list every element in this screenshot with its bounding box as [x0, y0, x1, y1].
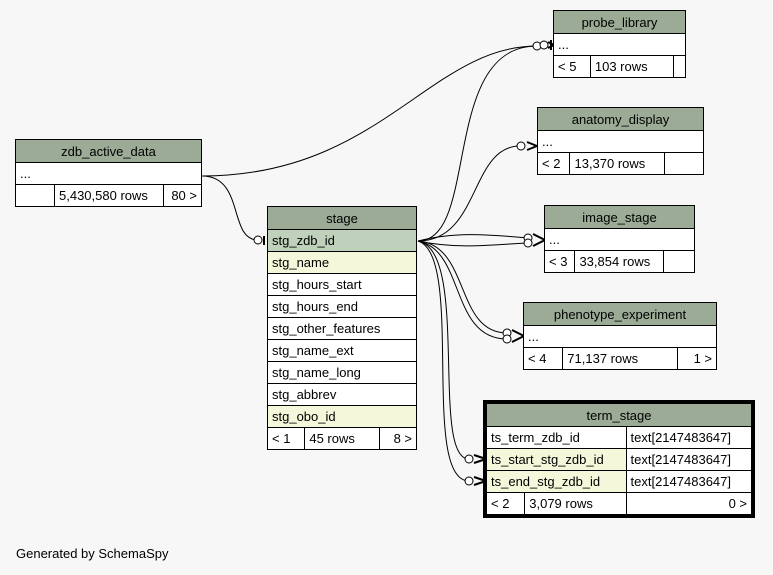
child-count: 1 >: [676, 347, 718, 370]
edge-end-circle: [523, 238, 533, 248]
parent-count: [15, 184, 55, 207]
crowfoot-marker: [511, 329, 525, 343]
row-count: 13,370 rows: [569, 152, 665, 175]
crowfoot-marker: [532, 233, 546, 247]
child-count: [663, 250, 695, 273]
table-title[interactable]: zdb_active_data: [15, 139, 202, 163]
edge-stage-image-stage-2: [417, 240, 529, 247]
child-count: [672, 55, 687, 78]
table-title[interactable]: term_stage: [486, 403, 752, 427]
table-column: ts_start_stg_zdb_id: [486, 448, 627, 471]
child-count: 8 >: [378, 427, 418, 450]
table-title[interactable]: probe_library: [553, 10, 686, 34]
crowfoot-marker: [473, 454, 487, 464]
column-type: text[2147483647]: [625, 448, 753, 471]
table-title[interactable]: anatomy_display: [537, 107, 704, 131]
table-title[interactable]: stage: [267, 206, 417, 230]
parent-count: < 1: [266, 427, 306, 450]
table-column: ts_end_stg_zdb_id: [486, 470, 627, 493]
table-column: ...: [523, 325, 717, 348]
edge-end-circle: [539, 40, 549, 50]
table-column: stg_name_ext: [267, 339, 417, 362]
parent-count: < 5: [553, 55, 591, 78]
edge-end-circle: [464, 454, 474, 464]
edge-zdb-active-data-stage: [201, 175, 259, 241]
parent-count: < 4: [522, 347, 564, 370]
table-column: stg_other_features: [267, 317, 417, 340]
edge-end-circle: [253, 235, 263, 245]
row-count: 103 rows: [589, 55, 674, 78]
row-count: 5,430,580 rows: [54, 184, 164, 207]
table-column: stg_hours_end: [267, 295, 417, 318]
edge-stage-phenotype-2: [417, 240, 508, 340]
child-count: [664, 152, 704, 175]
table-image-stage[interactable]: image_stage ... < 3 33,854 rows: [543, 205, 695, 273]
table-anatomy-display[interactable]: anatomy_display ... < 2 13,370 rows: [536, 107, 704, 175]
parent-count: < 2: [536, 152, 571, 175]
table-column: ...: [553, 33, 686, 56]
edge-stage-term-start: [417, 240, 470, 460]
row-count: 45 rows: [304, 427, 380, 450]
edge-end-circle: [464, 476, 474, 486]
table-zdb-active-data[interactable]: zdb_active_data ... 5,430,580 rows 80 >: [15, 139, 203, 207]
table-probe-library[interactable]: probe_library ... < 5 103 rows: [553, 10, 687, 78]
child-count: 80 >: [162, 184, 203, 207]
table-term-stage[interactable]: term_stage ts_term_zdb_id text[214748364…: [483, 400, 755, 518]
row-count: 71,137 rows: [562, 347, 678, 370]
row-count: 33,854 rows: [574, 250, 664, 273]
table-stage[interactable]: stage stg_zdb_id stg_name stg_hours_star…: [266, 206, 418, 450]
column-type: text[2147483647]: [625, 470, 753, 493]
child-count: 0 >: [625, 492, 753, 515]
edge-stage-phenotype-1: [417, 240, 508, 334]
edge-stage-probe-library: [417, 45, 538, 242]
table-column: stg_zdb_id: [267, 229, 417, 252]
table-column: stg_hours_start: [267, 273, 417, 296]
table-title[interactable]: image_stage: [544, 205, 695, 229]
table-column: stg_abbrev: [267, 383, 417, 406]
edge-stage-image-stage-1: [417, 234, 529, 242]
parent-count: < 3: [543, 250, 576, 273]
table-phenotype-experiment[interactable]: phenotype_experiment ... < 4 71,137 rows…: [522, 302, 718, 370]
column-type: text[2147483647]: [625, 426, 753, 449]
edge-stage-anatomy-display: [417, 145, 521, 242]
table-column: stg_obo_id: [267, 405, 417, 428]
parent-count: < 2: [485, 492, 526, 515]
table-column: stg_name_long: [267, 361, 417, 384]
crowfoot-marker: [526, 141, 538, 151]
edge-stage-term-end: [417, 240, 470, 482]
table-column: ...: [15, 162, 202, 185]
table-column: ...: [544, 228, 695, 251]
edge-end-circle: [516, 141, 526, 151]
edge-zdb-active-data-probe-library: [201, 45, 538, 177]
table-column: ...: [537, 130, 704, 153]
footer-credit: Generated by SchemaSpy: [16, 546, 169, 561]
table-title[interactable]: phenotype_experiment: [523, 302, 717, 326]
crowfoot-marker: [473, 476, 487, 486]
row-count: 3,079 rows: [524, 492, 627, 515]
table-column: ts_term_zdb_id: [486, 426, 627, 449]
edge-end-circle: [502, 334, 512, 344]
table-column: stg_name: [267, 251, 417, 274]
